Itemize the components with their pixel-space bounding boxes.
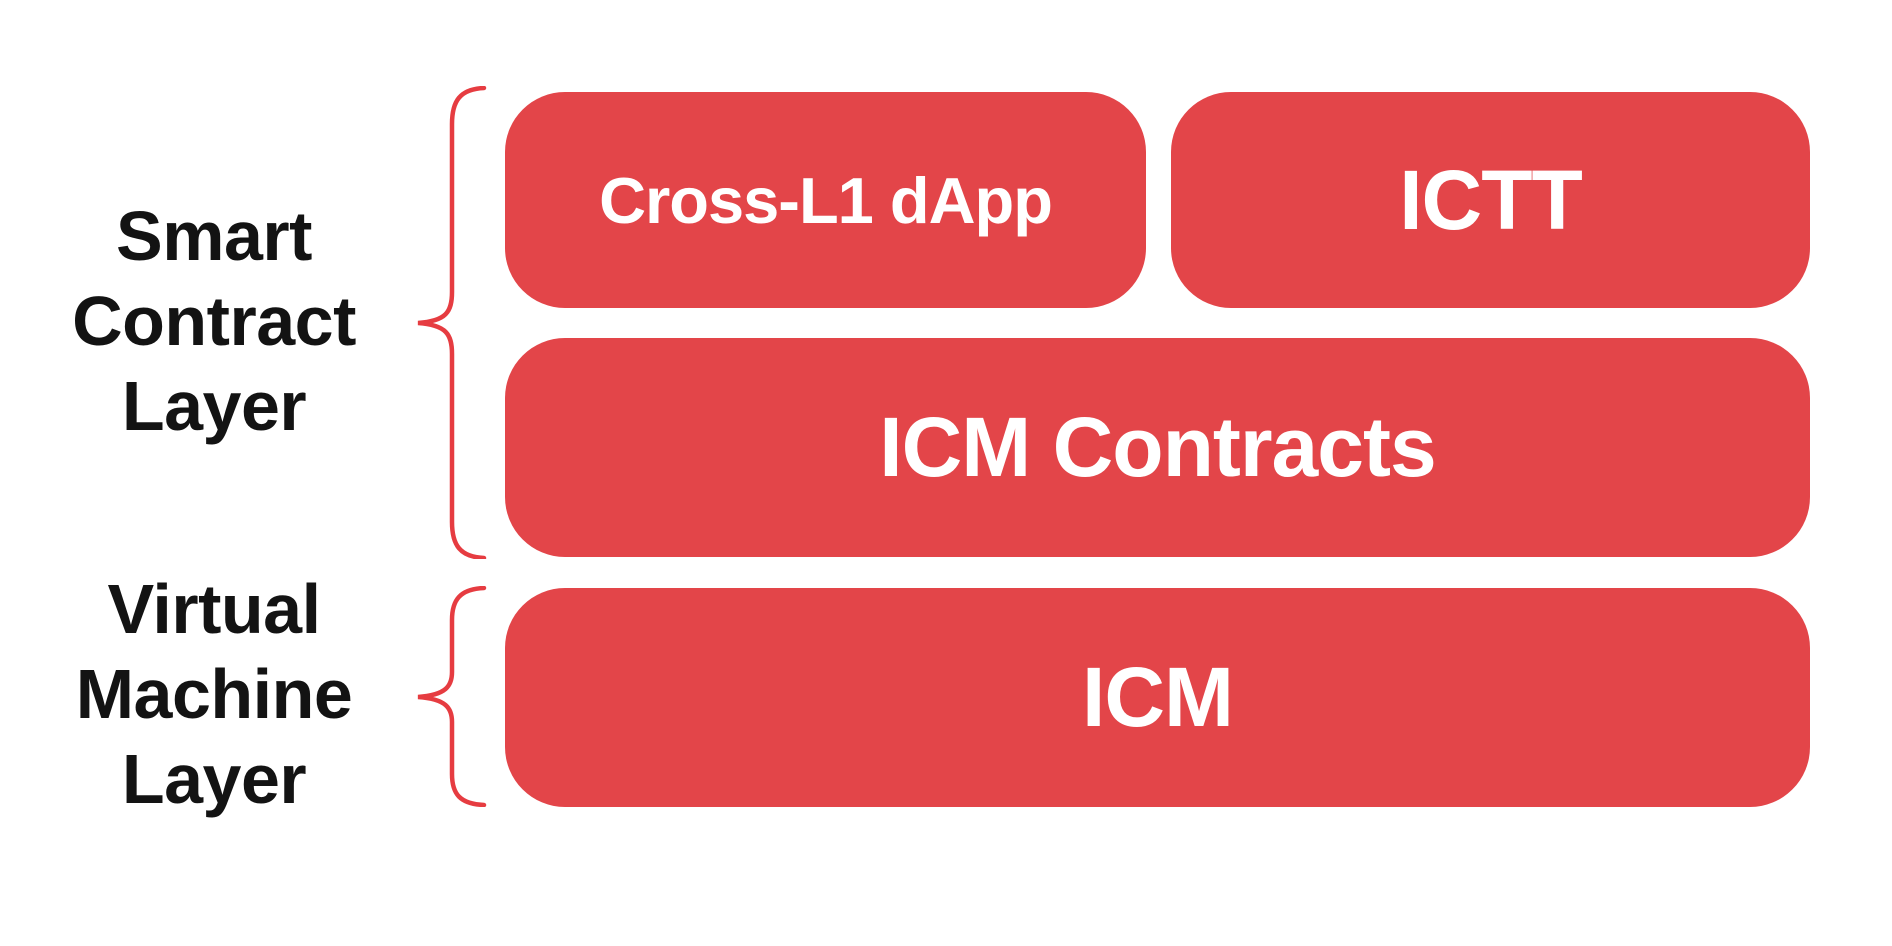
label-line: Machine [75, 655, 353, 733]
box-label: Cross-L1 dApp [599, 163, 1053, 237]
box-ictt: ICTT [1171, 92, 1810, 308]
label-line: Smart [116, 197, 312, 275]
label-line: Layer [121, 367, 307, 445]
brace-smart-contract-layer [417, 86, 487, 559]
brace-virtual-machine-layer [417, 586, 487, 807]
label-line: Virtual [107, 570, 321, 648]
box-label: ICM [1082, 650, 1234, 744]
box-icm-contracts: ICM Contracts [505, 338, 1810, 557]
label-line: Contract [72, 282, 356, 360]
box-label: ICTT [1399, 152, 1583, 247]
box-label: ICM Contracts [879, 400, 1436, 494]
label-line: Layer [121, 740, 307, 818]
label-virtual-machine-layer: Virtual Machine Layer [38, 567, 390, 822]
box-icm: ICM [505, 588, 1810, 807]
label-smart-contract-layer: Smart Contract Layer [38, 194, 390, 449]
box-cross-l1-dapp: Cross-L1 dApp [505, 92, 1146, 308]
